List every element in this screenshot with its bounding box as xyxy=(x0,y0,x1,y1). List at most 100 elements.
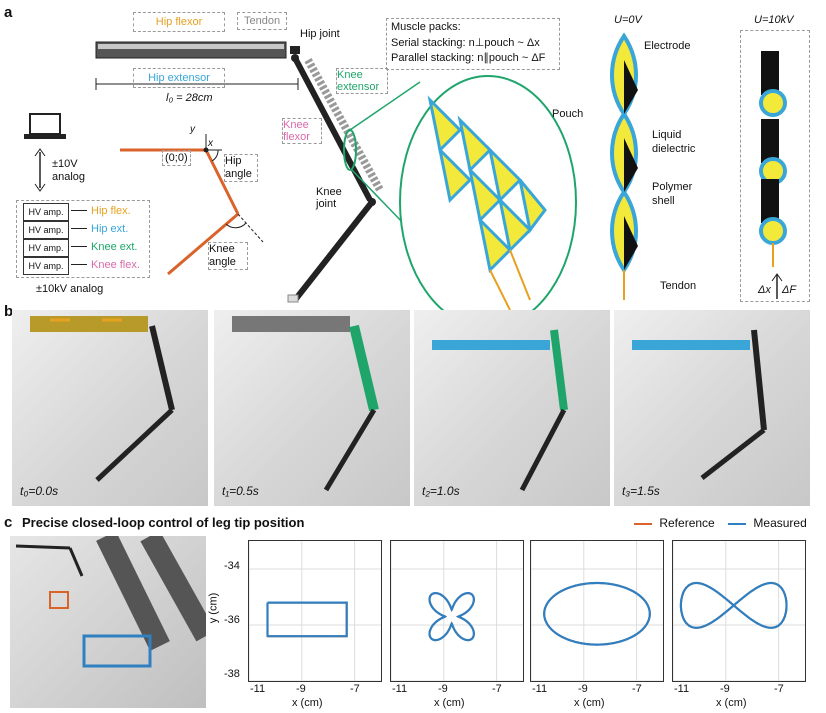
x-axis-label: x (cm) xyxy=(716,697,747,709)
leg-robot-drawing xyxy=(95,41,384,303)
plot-figure-eight xyxy=(672,540,806,682)
hip-extensor-label: Hip extensor xyxy=(133,68,225,88)
hv-row-hip-flex: Hip flex. xyxy=(91,205,131,217)
xtick-label: -7 xyxy=(774,683,784,695)
xtick-label: -7 xyxy=(350,683,360,695)
legend-reference-swatch xyxy=(634,522,652,525)
parallel-stacking-text: Parallel stacking: n∥pouch ~ ΔF xyxy=(391,52,546,64)
legend-measured-label: Measured xyxy=(753,516,807,530)
legend-measured-swatch xyxy=(728,522,747,525)
xtick-label: -11 xyxy=(674,683,690,695)
hip-angle-label: Hip angle xyxy=(224,154,258,182)
knee-angle-label: Knee angle xyxy=(208,242,248,270)
measured-path xyxy=(679,581,788,629)
length-label: l₀ = 28cm xyxy=(166,92,213,104)
frame-time-label: t₀=0.0s xyxy=(20,484,59,498)
actuator-10kv-box xyxy=(740,30,810,302)
leg-frame-drawing xyxy=(30,316,175,482)
x-axis-label: x (cm) xyxy=(574,697,605,709)
arrow-right-icon xyxy=(71,228,87,229)
delta-f-label: ΔF xyxy=(782,284,797,296)
double-arrow-icon xyxy=(34,148,46,192)
ytick-label: -34 xyxy=(224,560,240,572)
u10kv-title: U=10kV xyxy=(754,14,794,26)
panel-a-letter: a xyxy=(4,4,13,21)
arrow-right-icon xyxy=(71,210,87,211)
pouch-chain xyxy=(427,95,547,311)
xtick-label: -9 xyxy=(438,683,448,695)
hv-amp-box: HV amp. xyxy=(23,239,69,257)
hv-amp-box: HV amp. xyxy=(23,257,69,275)
frame-time-label: t₃=1.5s xyxy=(622,484,660,498)
serial-stacking-text: Serial stacking: n⊥pouch ~ Δx xyxy=(391,37,540,49)
plot-rectangle xyxy=(248,540,382,682)
liquid-dielectric-label: Liquid dielectric xyxy=(652,129,696,155)
panel-b-letter: b xyxy=(4,303,14,320)
xtick-label: -9 xyxy=(578,683,588,695)
chart-legend: Reference Measured xyxy=(634,516,807,530)
xtick-label: -7 xyxy=(632,683,642,695)
knee-joint-label: Knee joint xyxy=(316,186,342,210)
hv-amp-group: HV amp. Hip flex. HV amp. Hip ext. HV am… xyxy=(16,200,150,278)
frame-1: t₁=0.5s xyxy=(214,310,410,506)
x-axis-label: x (cm) xyxy=(292,697,323,709)
arrow-right-icon xyxy=(71,246,87,247)
reference-path xyxy=(266,601,348,638)
axis-y-label: y xyxy=(190,124,195,135)
leg-frame-drawing xyxy=(432,329,568,492)
leg-frame-drawing xyxy=(232,316,379,492)
tendon-top-label: Tendon xyxy=(237,12,288,30)
analog-10v-label: ±10V analog xyxy=(52,158,86,183)
muscle-pack-zoom xyxy=(343,75,577,320)
frame-3: t₃=1.5s xyxy=(614,310,810,506)
frame-2: t₂=1.0s xyxy=(414,310,610,506)
frame-time-label: t₁=0.5s xyxy=(222,484,259,498)
measured-path xyxy=(266,601,348,638)
hip-joint-label: Hip joint xyxy=(300,28,340,40)
knee-extensor-label: Knee extensor xyxy=(336,68,388,94)
kinematics-schematic xyxy=(120,134,264,276)
hv-row-knee-ext: Knee ext. xyxy=(91,241,138,253)
axis-x-label: x xyxy=(208,138,213,149)
panel-c-letter: c xyxy=(4,514,13,531)
muscle-packs-box: Muscle packs: Serial stacking: n⊥pouch ~… xyxy=(386,18,560,70)
hv-amp-box: HV amp. xyxy=(23,203,69,221)
tendon-label: Tendon xyxy=(660,280,697,292)
ytick-label: -36 xyxy=(224,614,240,626)
u0v-title: U=0V xyxy=(614,14,642,26)
frame-time-label: t₂=1.0s xyxy=(422,484,460,498)
hv-amp-box: HV amp. xyxy=(23,221,69,239)
leg-tip-photo xyxy=(10,536,206,708)
hv-row-knee-flex: Knee flex. xyxy=(91,259,140,271)
polymer-shell-label: Polymer shell xyxy=(652,181,693,207)
xtick-label: -7 xyxy=(492,683,502,695)
ytick-label: -38 xyxy=(224,668,240,680)
plot-ellipse xyxy=(530,540,664,682)
actuator-0v xyxy=(610,32,638,300)
hv-row-hip-ext: Hip ext. xyxy=(91,223,129,235)
knee-flexor-label: Knee flexor xyxy=(282,118,322,144)
measured-path xyxy=(428,592,476,642)
xtick-label: -11 xyxy=(392,683,408,695)
xtick-label: -9 xyxy=(296,683,306,695)
laptop-icon xyxy=(24,113,66,139)
legend-reference-label: Reference xyxy=(659,516,715,530)
reference-path xyxy=(428,592,475,642)
frame-0: t₀=0.0s xyxy=(12,310,208,506)
plot-star xyxy=(390,540,524,682)
hip-flexor-label: Hip flexor xyxy=(133,12,225,32)
muscle-packs-title: Muscle packs: xyxy=(391,21,461,33)
xtick-label: -11 xyxy=(250,683,266,695)
analog-10kv-label: ±10kV analog xyxy=(36,283,104,295)
y-axis-label: y (cm) xyxy=(207,592,220,624)
pouch-label: Pouch xyxy=(552,108,584,120)
x-axis-label: x (cm) xyxy=(434,697,465,709)
xtick-label: -9 xyxy=(720,683,730,695)
panel-c-title: Precise closed-loop control of leg tip p… xyxy=(22,515,305,530)
delta-x-label: Δx xyxy=(758,284,771,296)
leg-frame-drawing xyxy=(632,329,767,480)
xtick-label: -11 xyxy=(532,683,548,695)
origin-label: (0;0) xyxy=(162,150,191,166)
measured-path xyxy=(543,581,651,646)
actuator-10kv xyxy=(759,51,787,299)
